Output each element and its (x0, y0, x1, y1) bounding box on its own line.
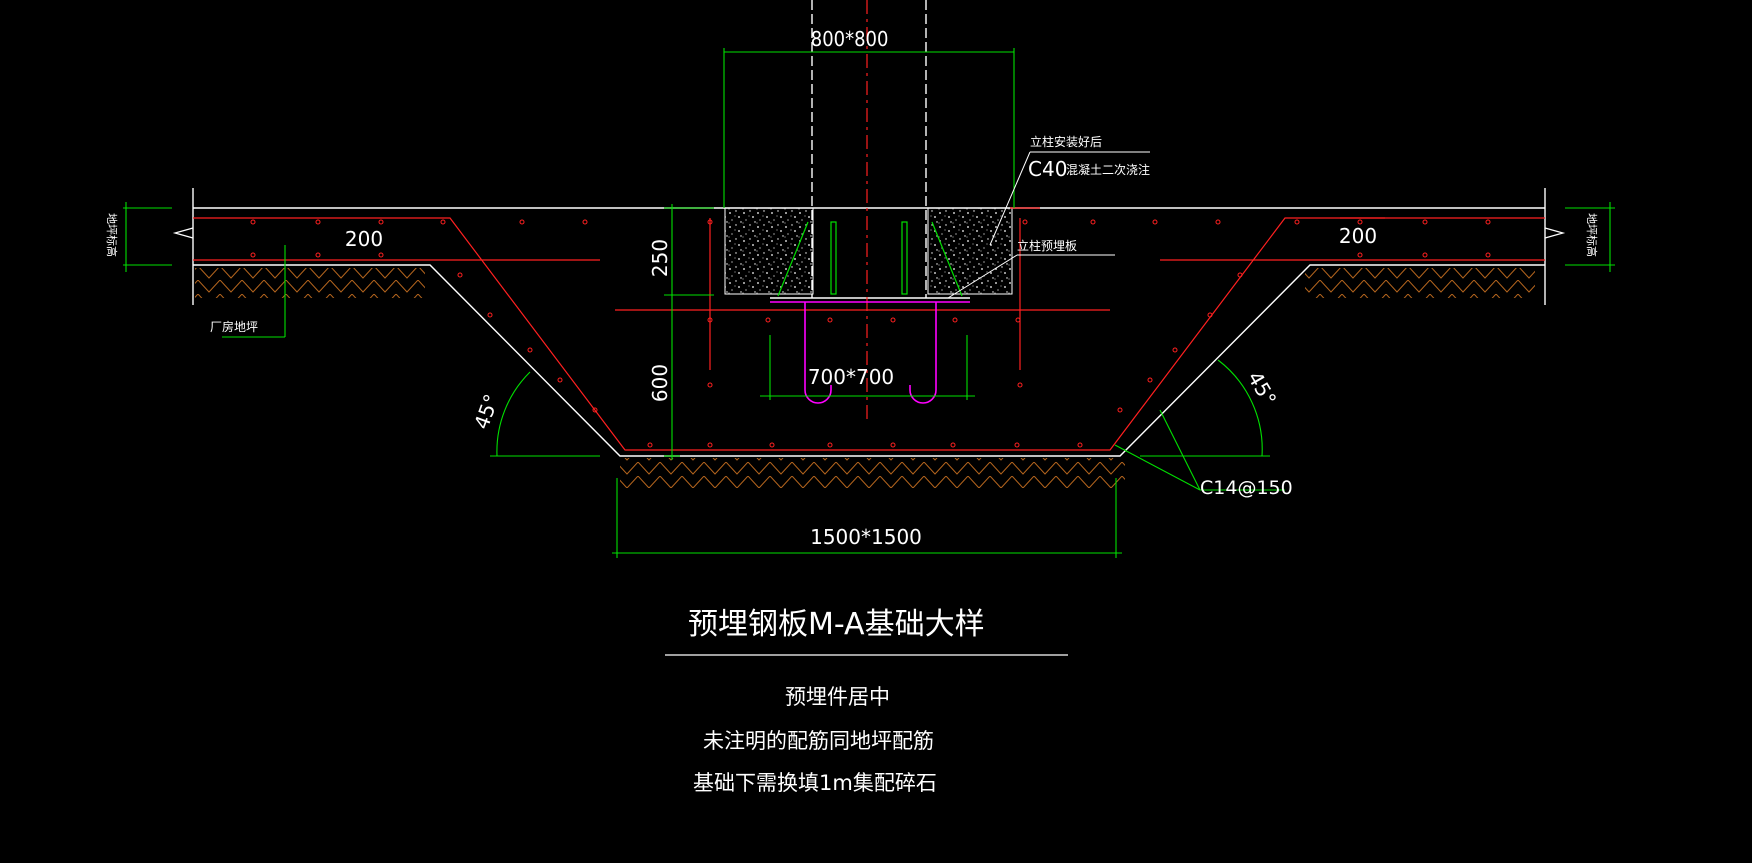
leader-lines (947, 151, 1150, 299)
concrete-infill (724, 207, 1013, 295)
label-secondary-pour: 混凝土二次浇注 (1066, 162, 1150, 177)
note-3: 基础下需换填1m集配碎石 (693, 771, 937, 795)
soil-hatch (195, 268, 1535, 488)
label-install-note: 立柱安装好后 (1030, 134, 1102, 149)
dim-base: 1500*1500 (810, 525, 922, 549)
dim-angle-left: 45° (469, 391, 504, 433)
dim-angle-right: 45° (1243, 367, 1282, 410)
dim-depth-lower: 600 (648, 364, 672, 402)
foundation-outline (172, 0, 1566, 457)
dim-pad: 700*700 (808, 365, 894, 389)
label-c40: C40 (1028, 157, 1067, 181)
label-edge-left: 地坪标高 (105, 213, 119, 257)
dimension-lines (123, 48, 1615, 558)
label-rebar: C14@150 (1200, 477, 1293, 499)
label-floor-slab: 厂房地坪 (210, 319, 258, 334)
rebar-dots (250, 219, 1491, 448)
rebar (193, 0, 1545, 451)
dim-depth-upper: 250 (648, 239, 672, 277)
label-edge-right: 地坪标高 (1585, 213, 1599, 257)
note-1: 预埋件居中 (785, 685, 890, 709)
embed-studs (777, 221, 963, 297)
label-embed-plate: 立柱预埋板 (1017, 238, 1077, 253)
note-2: 未注明的配筋同地坪配筋 (703, 729, 934, 753)
dim-slab-right: 200 (1339, 224, 1377, 248)
dim-column: 800*800 (811, 28, 889, 51)
dim-slab-left: 200 (345, 227, 383, 251)
anchor-bolts (770, 301, 970, 404)
drawing-title: 预埋钢板M-A基础大样 (688, 607, 985, 642)
